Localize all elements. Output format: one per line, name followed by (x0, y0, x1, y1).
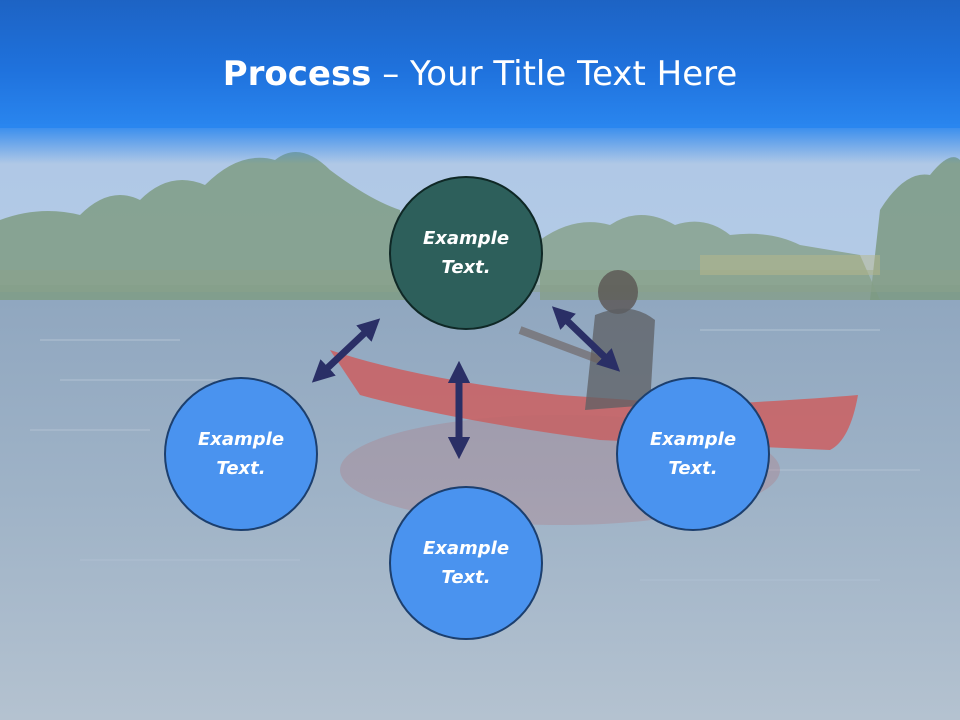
node-top-line1: Example (422, 228, 510, 249)
slide-title-bold: Process (222, 54, 372, 94)
slide-title: Process – Your Title Text Here (0, 52, 960, 96)
double-arrow-top-left (311, 318, 381, 383)
title-bar (0, 0, 960, 128)
double-arrow-top-right (551, 306, 621, 372)
node-left-line2: Text. (216, 458, 266, 479)
node-bottom-line2: Text. (441, 567, 491, 588)
node-right-line2: Text. (668, 458, 718, 479)
process-node-left[interactable]: Example Text. (164, 377, 318, 531)
node-bottom-line1: Example (422, 538, 510, 559)
process-node-top[interactable]: Example Text. (389, 176, 543, 330)
title-bar-fade (0, 124, 960, 164)
node-left-line1: Example (197, 429, 285, 450)
process-node-right[interactable]: Example Text. (616, 377, 770, 531)
process-node-bottom[interactable]: Example Text. (389, 486, 543, 640)
node-right-line1: Example (649, 429, 737, 450)
slide-title-rest: – Your Title Text Here (371, 54, 738, 94)
node-top-line2: Text. (441, 257, 491, 278)
